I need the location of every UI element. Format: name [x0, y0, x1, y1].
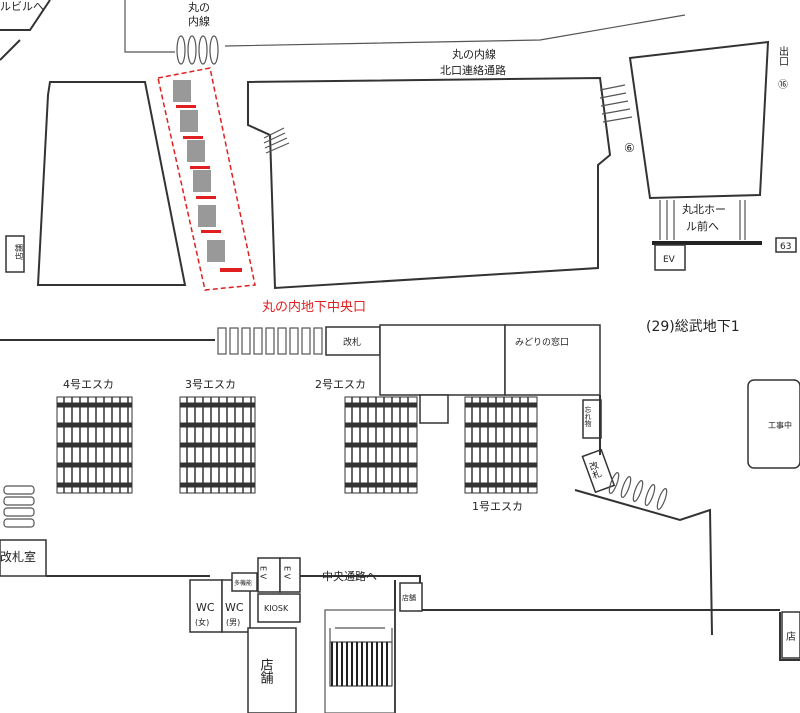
label-top-left: ルビルへ — [0, 0, 44, 13]
label-midori-window: みどりの窓口 — [515, 336, 569, 348]
escalator-icon — [464, 396, 538, 494]
ev-left-box — [654, 244, 686, 271]
platform-edge — [652, 241, 762, 245]
small-room-center — [419, 394, 449, 424]
stairs-icon — [157, 67, 256, 291]
escalator-icon — [179, 396, 256, 494]
ticket-gate-icon — [176, 35, 219, 65]
multipurpose-box — [231, 572, 258, 592]
gate-room-box — [0, 539, 47, 577]
label-ev1: E V — [259, 566, 268, 580]
midori-window-box — [504, 324, 601, 396]
store-bottom-left-box — [247, 627, 297, 713]
escalator-icon — [324, 609, 396, 713]
label-esca-3: 3号エスカ — [185, 378, 236, 391]
label-wc-f-sub: (女) — [195, 617, 209, 627]
stairs-icon — [3, 485, 35, 528]
label-north-passage-line1: 丸の内線 — [452, 47, 496, 61]
label-exit-number: ⑯ — [778, 79, 788, 91]
left-building-block — [36, 81, 187, 286]
construction-box — [747, 379, 800, 469]
ticket-gate-icon — [217, 327, 323, 355]
ticket-office-block — [379, 324, 506, 396]
label-maru-north-hall-line2: ル前へ — [686, 219, 719, 233]
label-kiosk: KIOSK — [264, 604, 289, 613]
gate-box — [325, 326, 381, 356]
label-wc-m: WC — [225, 601, 244, 614]
label-circle-6: ⑥ — [624, 141, 635, 155]
wc-female-box — [189, 579, 223, 633]
label-esca-1: 1号エスカ — [472, 500, 523, 513]
top-left-walkway — [0, 0, 51, 61]
ev2-box — [279, 557, 301, 593]
label-store-right-edge: 店 — [786, 630, 796, 643]
kiosk-box — [257, 593, 301, 623]
bottom-concourse-wall — [46, 575, 800, 713]
store-bottom-mid-box — [399, 582, 423, 612]
num-63-box — [775, 237, 797, 253]
label-marunouchi-line-top: 丸の — [188, 1, 210, 14]
label-num-63: 63 — [780, 242, 791, 252]
label-north-passage-line2: 北口連絡通路 — [440, 63, 506, 77]
label-lost-found: 忘れ物 — [584, 405, 592, 428]
label-store-small-left: 店舗 — [14, 244, 24, 260]
label-esca-2: 2号エスカ — [315, 378, 366, 391]
ticket-gate-icon — [608, 472, 668, 510]
right-exit-block — [628, 40, 770, 200]
label-marunouchi-line-bottom: 内線 — [188, 14, 210, 28]
label-store-bottom-mid: 店舗 — [402, 593, 416, 602]
escalator-icon — [344, 396, 418, 494]
escalator-icon — [56, 396, 133, 494]
label-wc-f: WC — [196, 601, 215, 614]
label-central-passage: 中央通路へ — [322, 570, 377, 583]
stairs-icon — [263, 127, 290, 154]
store-right-edge-box — [781, 611, 800, 659]
label-sobu-underground: (29)総武地下1 — [646, 319, 740, 335]
label-gate-room: 改札室 — [0, 549, 36, 564]
store-small-left-box — [5, 235, 25, 273]
label-maru-north-hall-line1: 丸北ホー — [682, 203, 726, 216]
label-gate: 改札 — [343, 336, 361, 348]
label-exit: 出口 — [777, 45, 788, 66]
label-store-bottom-left: 店舗 — [258, 658, 274, 684]
label-multipurpose: 多機能 — [234, 579, 252, 587]
diag-gate-box — [581, 448, 616, 494]
north-passage-block — [247, 76, 612, 290]
label-esca-4: 4号エスカ — [63, 378, 114, 391]
label-central-exit: 丸の内地下中央口 — [262, 299, 366, 315]
label-wc-m-sub: (男) — [226, 618, 240, 627]
label-ev2: E V — [283, 566, 292, 580]
label-construction: 工事中 — [768, 420, 792, 430]
diagonal-corridor-wall — [574, 395, 713, 636]
stairs-icon — [599, 84, 633, 123]
marunouchi-line-corridor — [124, 0, 686, 53]
maru-north-hall-stairs — [659, 200, 746, 240]
label-ev-left: EV — [663, 255, 676, 265]
